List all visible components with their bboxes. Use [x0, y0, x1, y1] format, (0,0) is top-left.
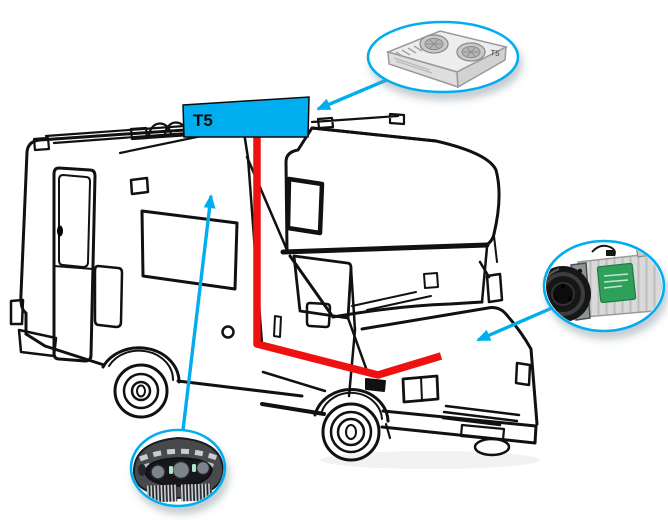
right-headlight [401, 374, 440, 404]
left-headlight [365, 378, 386, 392]
corner-marker [514, 361, 532, 387]
a-pillar [288, 254, 335, 319]
front-end [313, 306, 539, 462]
compressor-arrow [476, 306, 553, 342]
t5-control-box: T5 [182, 96, 310, 138]
rear-wheel [101, 346, 181, 419]
cab-over-window [285, 176, 325, 236]
vent-arrow [181, 194, 216, 431]
t5-label: T5 [193, 111, 213, 130]
interior-vent-callout [129, 428, 227, 508]
interior-vent-icon [132, 436, 224, 503]
door-sill [260, 402, 326, 416]
rear-marker [9, 298, 25, 326]
cab-door-handle [273, 315, 282, 338]
compressor-callout [542, 239, 666, 333]
front-bumper [380, 409, 538, 445]
rooftop-ac-callout: T5 [366, 20, 520, 94]
fuel-cap [221, 325, 235, 339]
hood-edge [360, 306, 539, 426]
side-window [140, 209, 239, 291]
refrigerant-line [253, 132, 443, 379]
plate-recess [459, 423, 506, 442]
rooftop-ac-icon: T5 [385, 30, 509, 89]
right-mirror [478, 260, 504, 304]
callout-arrows [181, 77, 553, 431]
rearview-mirror [423, 272, 439, 289]
motorhome-illustration [9, 112, 540, 469]
antenna [493, 235, 498, 263]
cab-over [280, 126, 501, 255]
rooftop-ac-arrow [316, 77, 390, 111]
rooftop-unit-logo: T5 [490, 48, 501, 58]
cab-door-window [292, 254, 353, 320]
door-seam [347, 266, 357, 398]
wall-vent [129, 176, 150, 196]
door-handle [57, 225, 63, 237]
entry-door [52, 166, 97, 363]
wiper [351, 291, 432, 311]
front-wheel [313, 387, 390, 462]
living-box [9, 112, 406, 419]
door-mirror [305, 301, 332, 329]
cab [260, 235, 504, 416]
service-locker [93, 264, 124, 329]
